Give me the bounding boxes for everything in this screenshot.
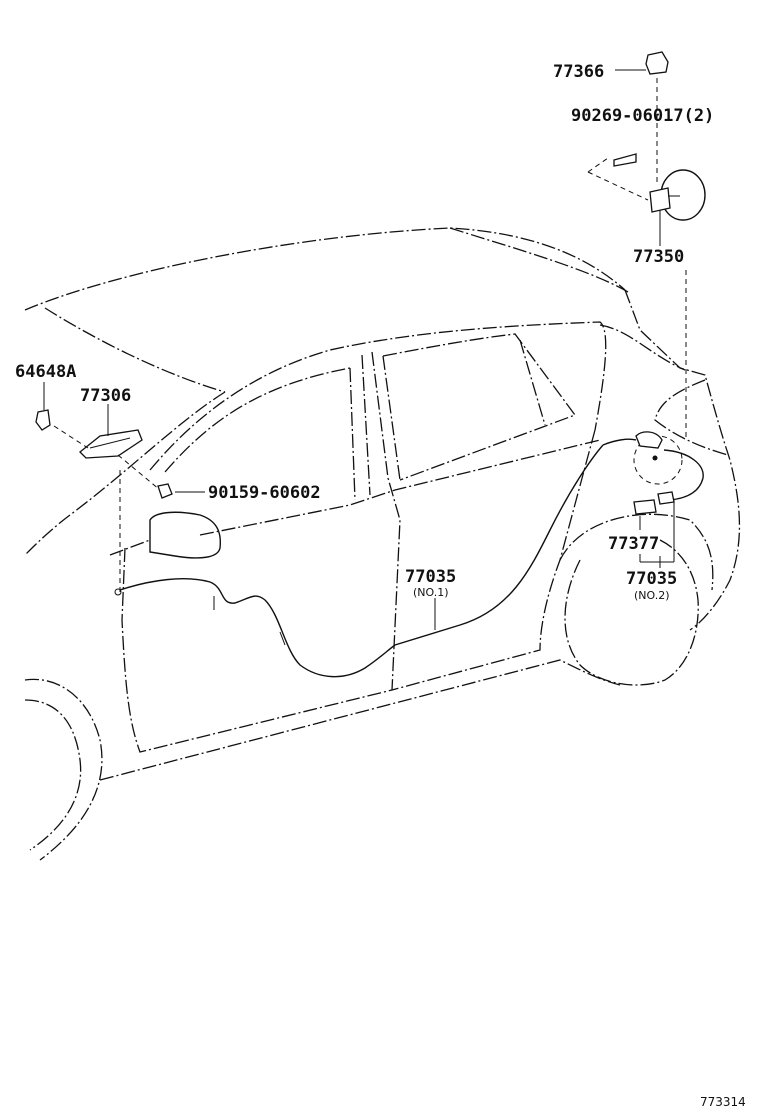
- fuel-lid-lock-part: [615, 51, 669, 185]
- label-77350: 77350: [633, 247, 684, 267]
- opener-lever-part: [35, 382, 161, 596]
- diagram-id: 773314: [700, 1095, 746, 1109]
- leader-lines: [434, 210, 675, 630]
- label-77306: 77306: [80, 386, 131, 406]
- cable-assembly: [119, 438, 704, 678]
- label-90269-06017: 90269-06017(2): [571, 106, 714, 126]
- label-90159-60602: 90159-60602: [208, 483, 321, 503]
- fuel-opener-end: [633, 270, 687, 485]
- label-77035-no2: 77035: [626, 569, 677, 589]
- fuel-lid-assembly: [587, 153, 706, 221]
- bolt-part: [157, 483, 205, 499]
- label-77035-no1: 77035: [405, 567, 456, 587]
- label-77035-no1-note: (NO.1): [413, 586, 449, 599]
- label-64648a: 64648A: [15, 362, 76, 382]
- cable-joint-part: [633, 491, 675, 530]
- label-77366: 77366: [553, 62, 604, 82]
- car-body-outline: [24, 227, 741, 861]
- label-77377: 77377: [608, 534, 659, 554]
- label-77035-no2-note: (NO.2): [634, 589, 670, 602]
